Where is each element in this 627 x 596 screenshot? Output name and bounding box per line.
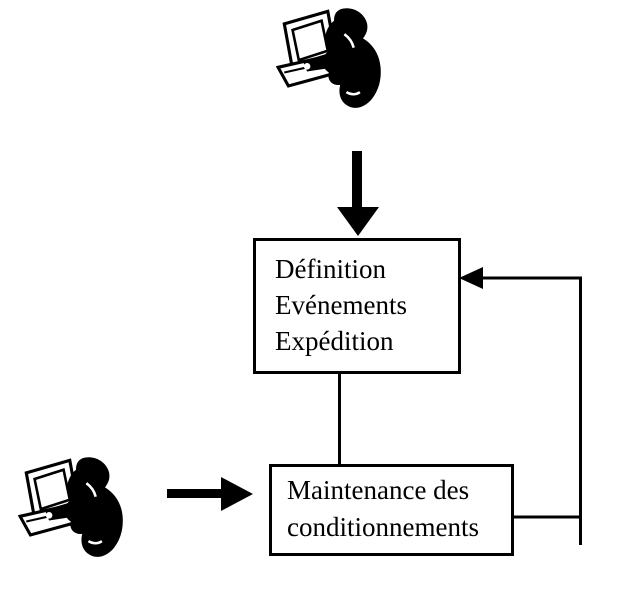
box-text-line: Définition [275,254,386,284]
feedback-arrowhead [459,267,483,289]
user-at-computer-icon [18,454,134,560]
box-text-line: Evénements [275,290,407,320]
process-box-definition: Définition Evénements Expédition [253,238,461,374]
user-at-computer-icon [276,5,392,111]
process-box-maintenance: Maintenance des conditionnements [269,464,514,556]
user-to-definition-arrow [337,151,379,236]
box-text-line: Maintenance des [287,475,470,505]
box-text-line: Expédition [275,326,394,356]
box-text-line: conditionnements [287,512,479,542]
user-to-maintenance-arrow [167,477,253,511]
